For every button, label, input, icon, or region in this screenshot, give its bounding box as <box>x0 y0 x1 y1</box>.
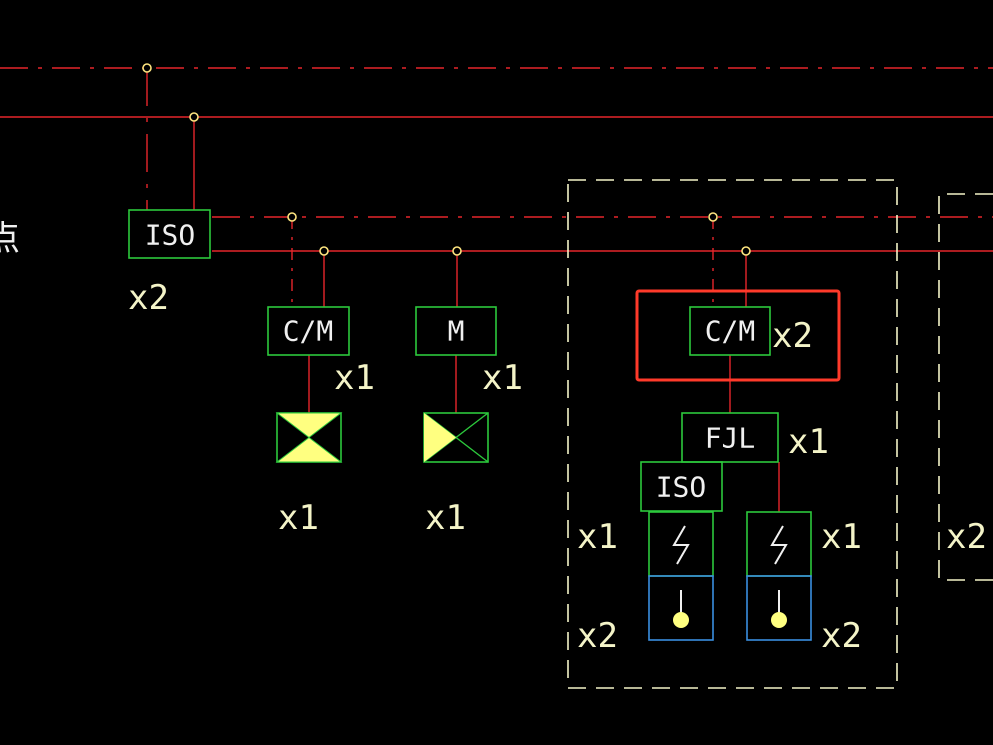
hourglass-valve-icon <box>275 412 343 463</box>
iso-main-box[interactable] <box>128 209 211 259</box>
node-m1-solid <box>452 246 462 256</box>
cm2-box[interactable] <box>689 306 771 356</box>
node-cm1-solid <box>319 246 329 256</box>
cm2-mult: x2 <box>772 316 813 356</box>
module-labels: ISO C/M M C/M FJL ISO <box>145 219 756 504</box>
cm1-label: C/M <box>283 315 334 348</box>
half-valve-icon <box>424 413 456 462</box>
node-top-dashdot <box>142 63 152 73</box>
m1-box[interactable] <box>415 306 497 356</box>
enclosures <box>567 179 993 689</box>
junction-nodes <box>142 63 751 256</box>
detector2-base-box[interactable] <box>746 575 812 641</box>
multiplier-labels: x2 x1 x1 x1 x1 x2 x1 x1 x2 x1 x2 x2 <box>128 278 987 656</box>
probe-dot-icon <box>771 612 787 628</box>
bus-lines <box>0 67 993 252</box>
enclosure-left-lower-mult: x2 <box>577 616 618 656</box>
iso-sub-label: ISO <box>656 471 707 504</box>
lightning-icon <box>672 525 690 565</box>
m1-label: M <box>448 315 465 348</box>
detector-right-upper-mult: x1 <box>821 517 862 557</box>
node-cm2-solid <box>741 246 751 256</box>
modules <box>128 209 812 577</box>
device-1-mult: x1 <box>278 498 319 538</box>
node-cm1-dashdot <box>287 212 297 222</box>
node-cm2-dashdot <box>708 212 718 222</box>
detector-bases <box>648 575 812 641</box>
iso-main-label: ISO <box>145 219 196 252</box>
node-top-solid <box>189 112 199 122</box>
device-2-mult: x1 <box>425 498 466 538</box>
detector-glyphs <box>672 525 788 616</box>
detector-right-lower-mult: x2 <box>821 616 862 656</box>
iso-main-mult: x2 <box>128 278 169 318</box>
drop-lines <box>146 68 780 512</box>
fjl-mult: x1 <box>788 422 829 462</box>
cm2-label: C/M <box>705 315 756 348</box>
cm1-mult: x1 <box>334 358 375 398</box>
detector1-base-box[interactable] <box>648 575 714 641</box>
device-1[interactable] <box>275 412 343 463</box>
cm1-box[interactable] <box>267 306 350 356</box>
m1-mult: x1 <box>482 358 523 398</box>
right-enclosure-mult: x2 <box>946 517 987 557</box>
enclosure-left-upper-mult: x1 <box>577 517 618 557</box>
lightning-icon <box>770 525 788 565</box>
fjl-box[interactable] <box>681 412 779 463</box>
probe-dot-icon <box>673 612 689 628</box>
left-edge-char: 点 <box>0 219 20 259</box>
device-2[interactable] <box>423 412 489 463</box>
fjl-label: FJL <box>705 422 756 455</box>
iso-sub-box[interactable] <box>640 461 723 512</box>
highlight-box[interactable] <box>635 289 841 382</box>
